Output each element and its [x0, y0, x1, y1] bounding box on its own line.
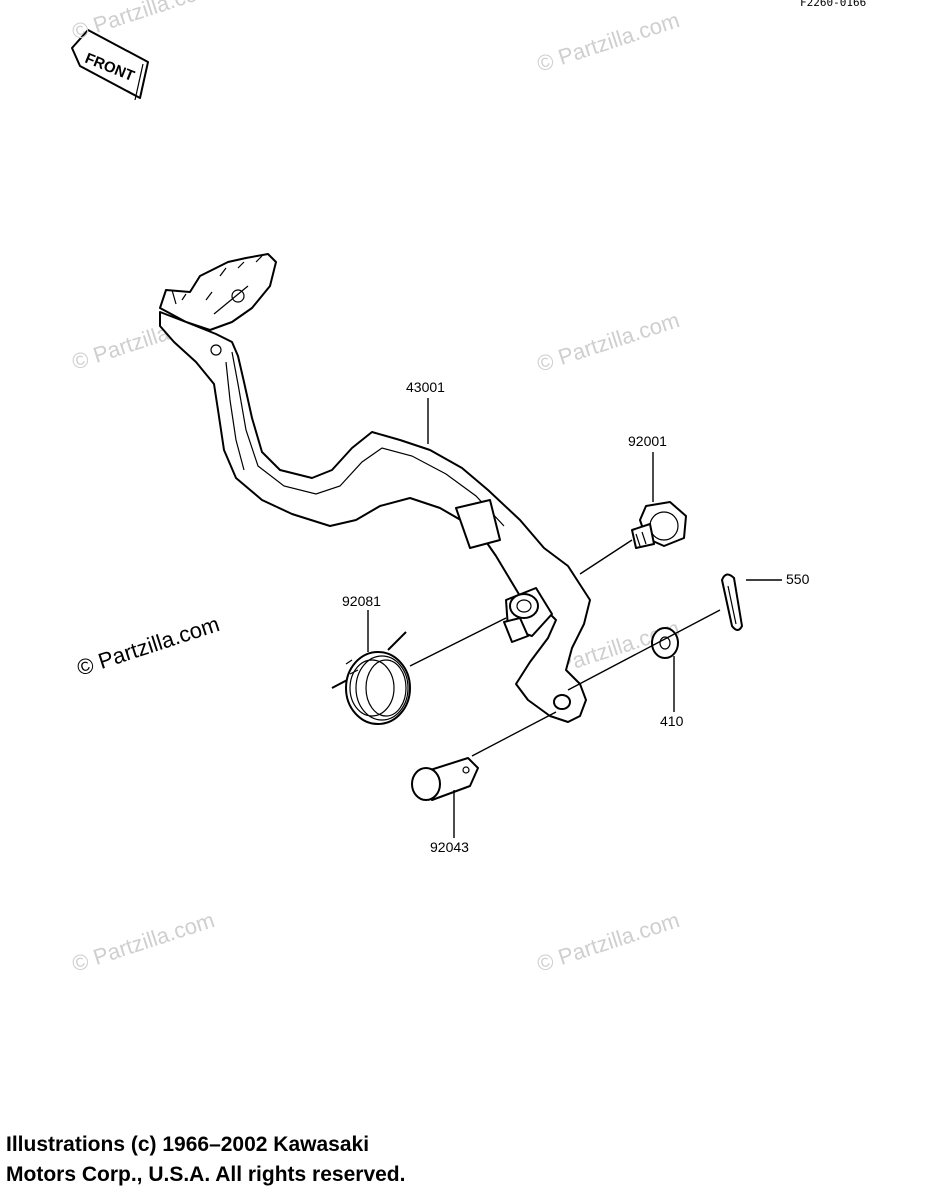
spring-drawing: [331, 631, 411, 725]
leader-lines: [367, 398, 782, 838]
part-number-92001: 92001: [628, 433, 667, 449]
part-number-550: 550: [786, 571, 810, 587]
watermark: © Partzilla.com: [69, 907, 218, 977]
copyright-line-2: Motors Corp., U.S.A. All rights reserved…: [6, 1163, 406, 1186]
watermark: © Partzilla.com: [69, 0, 218, 45]
watermark: © Partzilla.com: [534, 307, 683, 377]
part-number-410: 410: [660, 713, 684, 729]
front-arrow-icon: FRONT: [71, 29, 149, 101]
watermark: © Partzilla.com: [74, 611, 223, 681]
bolt-drawing: [631, 501, 687, 549]
diagram-code: F2260-0166: [800, 0, 866, 9]
brake-pedal-drawing: [159, 253, 591, 723]
cotter-pin-drawing: [721, 573, 743, 631]
part-number-92043: 92043: [430, 839, 469, 855]
watermark: © Partzilla.com: [534, 7, 683, 77]
copyright-line-1: Illustrations (c) 1966–2002 Kawasaki: [6, 1133, 370, 1156]
clevis-pin-drawing: [411, 757, 479, 801]
copyright-notice: Illustrations (c) 1966–2002 Kawasaki Mot…: [6, 1130, 405, 1190]
part-number-43001: 43001: [406, 379, 445, 395]
part-number-92081: 92081: [342, 593, 381, 609]
watermark: © Partzilla.com: [534, 907, 683, 977]
